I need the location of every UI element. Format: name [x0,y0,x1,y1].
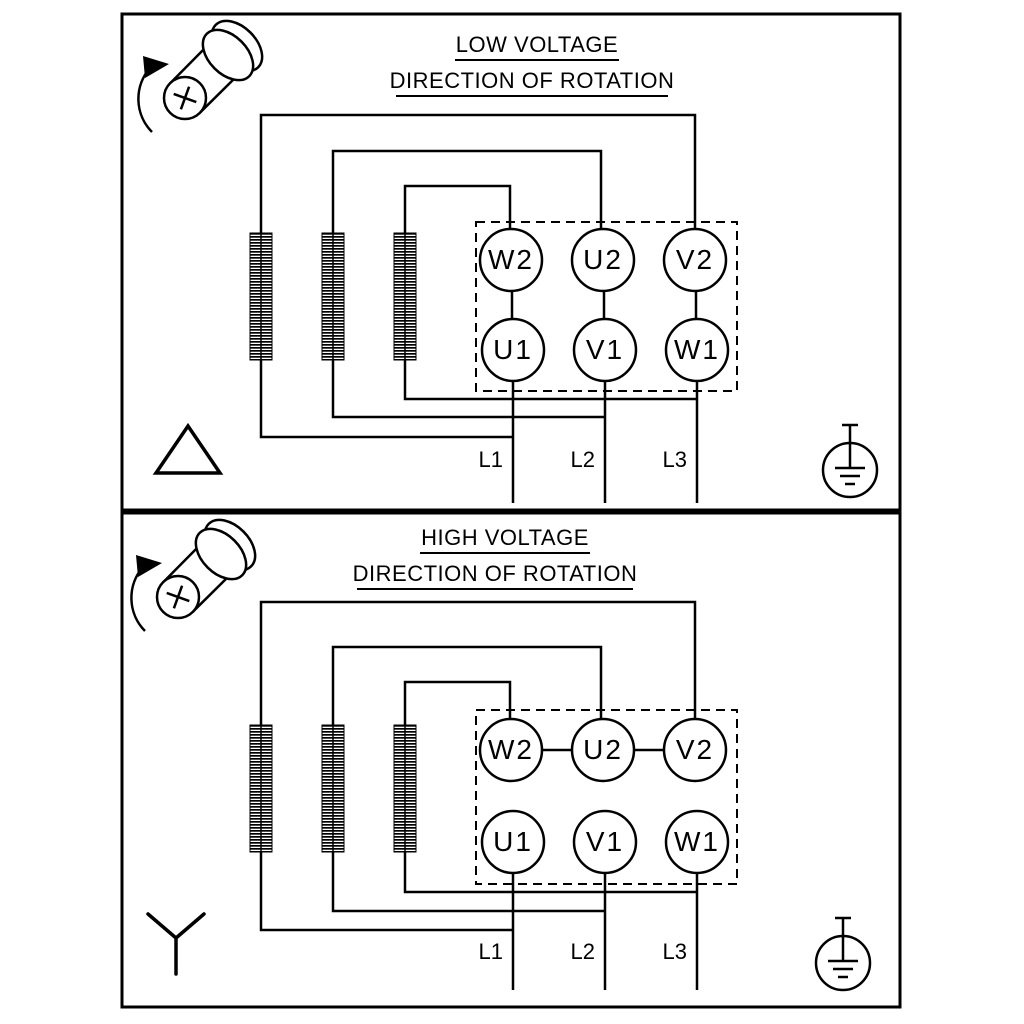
terminal-label: U2 [583,244,623,275]
wiring-lines [259,113,699,503]
terminal-w2: W2 [478,227,544,293]
panel-subtitle: DIRECTION OF ROTATION [353,561,638,586]
terminal-v2: V2 [662,227,728,293]
panel-border [120,12,902,512]
terminal-circle [664,809,730,875]
delta-icon [152,422,224,475]
terminal-u1: U1 [480,317,546,383]
terminal-label: W2 [488,244,534,275]
terminal-u2: U2 [570,717,636,783]
terminal-circle [662,227,728,293]
supply-label-l2: L2 [571,447,595,472]
terminal-label: U2 [583,734,623,765]
terminal-label: V1 [586,826,624,857]
winding-coil [321,724,345,853]
terminal-circle [478,227,544,293]
supply-label-l1: L1 [479,939,503,964]
winding-coil [249,724,273,853]
terminal-box [475,221,738,392]
winding-coil [393,724,417,853]
terminal-v1: V1 [572,809,638,875]
shaft-rotation-icon [137,10,273,134]
winding-coil [393,232,417,361]
terminal-u2: U2 [570,227,636,293]
terminal-circle [480,317,546,383]
panel-title: HIGH VOLTAGE [421,525,589,550]
terminal-w2: W2 [478,717,544,783]
terminal-circle [480,809,546,875]
terminal-label: W1 [674,826,720,857]
terminal-circle [478,717,544,783]
terminal-w1: W1 [664,809,730,875]
terminal-w1: W1 [664,317,730,383]
supply-label-l3: L3 [663,447,687,472]
winding-coil [249,232,273,361]
terminal-label: V2 [676,734,714,765]
terminal-label: W2 [488,734,534,765]
wye-icon [146,912,206,976]
panel-high-voltage: HIGH VOLTAGE DIRECTION OF ROTATION W2 U2… [120,509,902,1009]
terminal-v1: V1 [572,317,638,383]
panel-border [120,511,902,1009]
terminal-circle [570,717,636,783]
terminal-label: W1 [674,334,720,365]
terminal-circle [572,809,638,875]
terminal-label: V2 [676,244,714,275]
terminal-label: V1 [586,334,624,365]
panel-low-voltage: LOW VOLTAGE DIRECTION OF ROTATION W2 U2 … [120,10,902,512]
terminal-box [475,709,738,885]
terminal-v2: V2 [662,717,728,783]
supply-label-l3: L3 [663,939,687,964]
panel-title: LOW VOLTAGE [456,32,618,57]
terminal-circle [662,717,728,783]
terminal-circle [570,227,636,293]
earth-ground-icon [814,916,872,992]
panel-subtitle: DIRECTION OF ROTATION [390,68,675,93]
terminal-u1: U1 [480,809,546,875]
terminal-circle [664,317,730,383]
earth-ground-icon [821,423,879,499]
wiring-lines [259,600,699,990]
terminal-label: U1 [493,334,533,365]
supply-label-l2: L2 [571,939,595,964]
supply-label-l1: L1 [479,447,503,472]
terminal-label: U1 [493,826,533,857]
winding-coil [321,232,345,361]
shaft-rotation-icon [130,509,266,633]
terminal-circle [572,317,638,383]
